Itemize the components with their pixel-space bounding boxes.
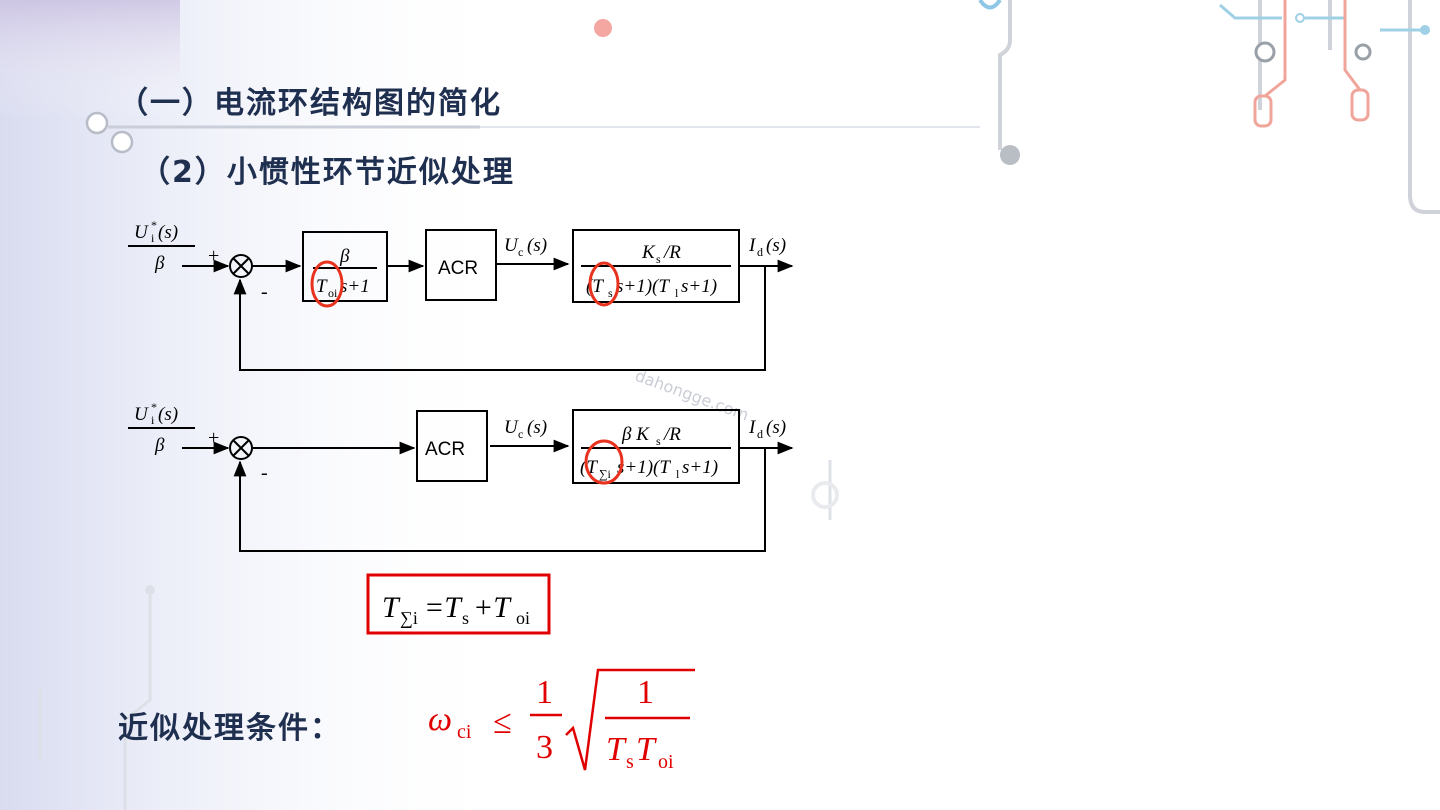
- acr-block-2: [416, 410, 488, 482]
- summing-junction-2: [229, 436, 253, 460]
- svg-text:s: s: [462, 608, 469, 628]
- condition-label: 近似处理条件：: [118, 711, 342, 746]
- svg-text:oi: oi: [516, 608, 530, 628]
- svg-text:*: *: [151, 400, 157, 414]
- svg-text:I: I: [748, 235, 757, 256]
- slide-subheading: （2）小惯性环节近似处理: [140, 155, 515, 190]
- equation-box: [366, 573, 551, 635]
- svg-text:3: 3: [536, 729, 553, 766]
- svg-text:d: d: [757, 245, 763, 259]
- highlight-tsigma: [584, 439, 624, 485]
- feedback-path-2: [233, 448, 766, 552]
- svg-text:i: i: [151, 413, 155, 427]
- filter-denominator: s+1: [340, 276, 370, 297]
- svg-text:l: l: [675, 286, 679, 300]
- slide-heading: （一）电流环结构图的简化: [118, 86, 502, 121]
- condition-formula: ω ci ≤ 1 3 1 T s T oi: [428, 668, 695, 773]
- svg-text:oi: oi: [658, 751, 674, 773]
- svg-text:s: s: [608, 286, 613, 300]
- diagram-2: [128, 409, 794, 552]
- svg-text:+T: +T: [473, 591, 512, 624]
- svg-text:c: c: [518, 427, 523, 441]
- svg-text:∑i: ∑i: [599, 467, 612, 481]
- input-label-U: U: [134, 222, 149, 243]
- diagram-1-labels: U * i (s) β + - β T oi s+1 ACR U c (s) K…: [134, 218, 786, 303]
- svg-text:1: 1: [536, 674, 553, 711]
- equation: T ∑i =T s +T oi: [382, 591, 530, 628]
- svg-text:U: U: [504, 417, 519, 438]
- svg-text:i: i: [151, 231, 155, 245]
- acr-label-1: ACR: [438, 258, 478, 279]
- svg-text:s+1): s+1): [682, 457, 718, 478]
- svg-text:ω: ω: [428, 701, 452, 738]
- svg-text:I: I: [748, 417, 757, 438]
- plant-numerator-1: /R: [663, 242, 681, 263]
- plus-sign: +: [208, 245, 219, 267]
- uc-label-2: (s): [527, 417, 547, 438]
- diagram-1: [128, 229, 794, 371]
- input-label-2: (s): [158, 404, 178, 425]
- filter-numerator: β: [339, 246, 350, 267]
- svg-text:+: +: [208, 427, 219, 449]
- output-label-2: (s): [766, 417, 786, 438]
- svg-text:1: 1: [637, 674, 654, 711]
- minus-sign: -: [261, 281, 268, 303]
- svg-text:s: s: [626, 751, 634, 773]
- svg-text:c: c: [518, 245, 523, 259]
- feedback-path-1: [233, 266, 766, 371]
- svg-text:K: K: [641, 242, 656, 263]
- svg-text:d: d: [757, 427, 763, 441]
- highlight-toi: [310, 260, 344, 308]
- diagram-2-labels: U * i (s) β + - ACR U c (s) β K s /R (T …: [134, 400, 786, 484]
- plant-denominator-1: s+1)(T: [616, 276, 670, 297]
- svg-text:oi: oi: [328, 286, 338, 300]
- svg-text:s: s: [656, 252, 661, 266]
- svg-text:ci: ci: [457, 721, 472, 743]
- output-label-1: (s): [766, 235, 786, 256]
- highlight-ts: [588, 261, 620, 307]
- plant-denominator-2: s+1)(T: [617, 457, 671, 478]
- svg-text:l: l: [676, 467, 680, 481]
- svg-text:=T: =T: [424, 591, 463, 624]
- acr-label-2: ACR: [425, 439, 465, 460]
- svg-text:U: U: [504, 235, 519, 256]
- svg-text:U: U: [134, 404, 149, 425]
- svg-text:∑i: ∑i: [400, 608, 418, 628]
- svg-text:T: T: [316, 276, 328, 297]
- svg-text:T: T: [636, 731, 657, 768]
- summing-junction-1: [229, 254, 253, 278]
- svg-text:s: s: [656, 434, 661, 448]
- svg-text:≤: ≤: [493, 704, 512, 741]
- svg-text:T: T: [382, 591, 401, 624]
- svg-text:*: *: [151, 218, 157, 232]
- svg-text:β: β: [154, 435, 165, 456]
- svg-text:(s): (s): [158, 222, 178, 243]
- svg-text:β K: β K: [621, 424, 650, 445]
- plant-block-2: [572, 409, 740, 484]
- svg-text:T: T: [606, 731, 627, 768]
- uc-label-1: (s): [527, 235, 547, 256]
- svg-text:s+1): s+1): [681, 276, 717, 297]
- plant-numerator-2: /R: [663, 424, 681, 445]
- input-label-beta: β: [154, 253, 165, 274]
- svg-text:-: -: [261, 462, 268, 484]
- sqrt-sign: [565, 668, 695, 771]
